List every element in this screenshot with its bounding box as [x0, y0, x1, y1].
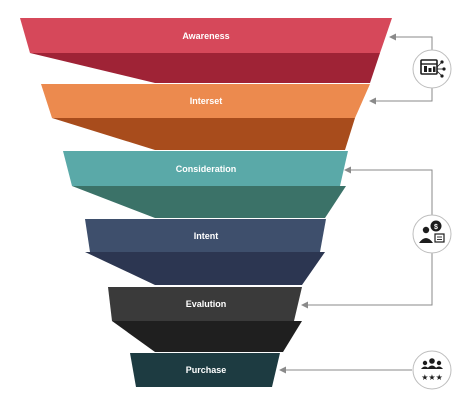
connector-line-consideration	[344, 166, 433, 215]
customer-evaluation-icon: $	[412, 214, 452, 254]
side-connectors	[279, 33, 433, 374]
stage-label-evalution: Evalution	[186, 299, 227, 309]
stage-awareness	[20, 18, 392, 53]
stage-intent	[85, 219, 326, 252]
customer-reviews-icon: ★★★	[412, 350, 452, 390]
analytics-dashboard-icon	[412, 49, 452, 89]
stage-evalution	[108, 287, 302, 321]
connector-line-awareness	[389, 33, 433, 52]
connector-consideration-intent	[72, 186, 346, 218]
svg-text:$: $	[434, 224, 438, 231]
connector-evalution-purchase	[112, 321, 302, 352]
stage-labels: Awareness Interset Consideration Intent …	[176, 31, 237, 375]
stage-purchase	[130, 353, 280, 387]
stage-consideration	[63, 151, 348, 186]
svg-text:★★★: ★★★	[421, 373, 443, 382]
connector-line-interset	[369, 86, 433, 105]
funnel-stages	[20, 18, 392, 387]
stage-label-consideration: Consideration	[176, 164, 237, 174]
connector-intent-evalution	[85, 252, 325, 285]
stage-label-intent: Intent	[194, 231, 219, 241]
stage-label-purchase: Purchase	[186, 365, 227, 375]
connector-line-evalution	[301, 253, 433, 309]
stage-label-awareness: Awareness	[182, 31, 229, 41]
stage-interset	[41, 84, 370, 118]
funnel-connectors	[30, 53, 380, 352]
stage-label-interset: Interset	[190, 96, 223, 106]
connector-interset-consideration	[52, 118, 355, 150]
connector-awareness-interset	[30, 53, 380, 83]
